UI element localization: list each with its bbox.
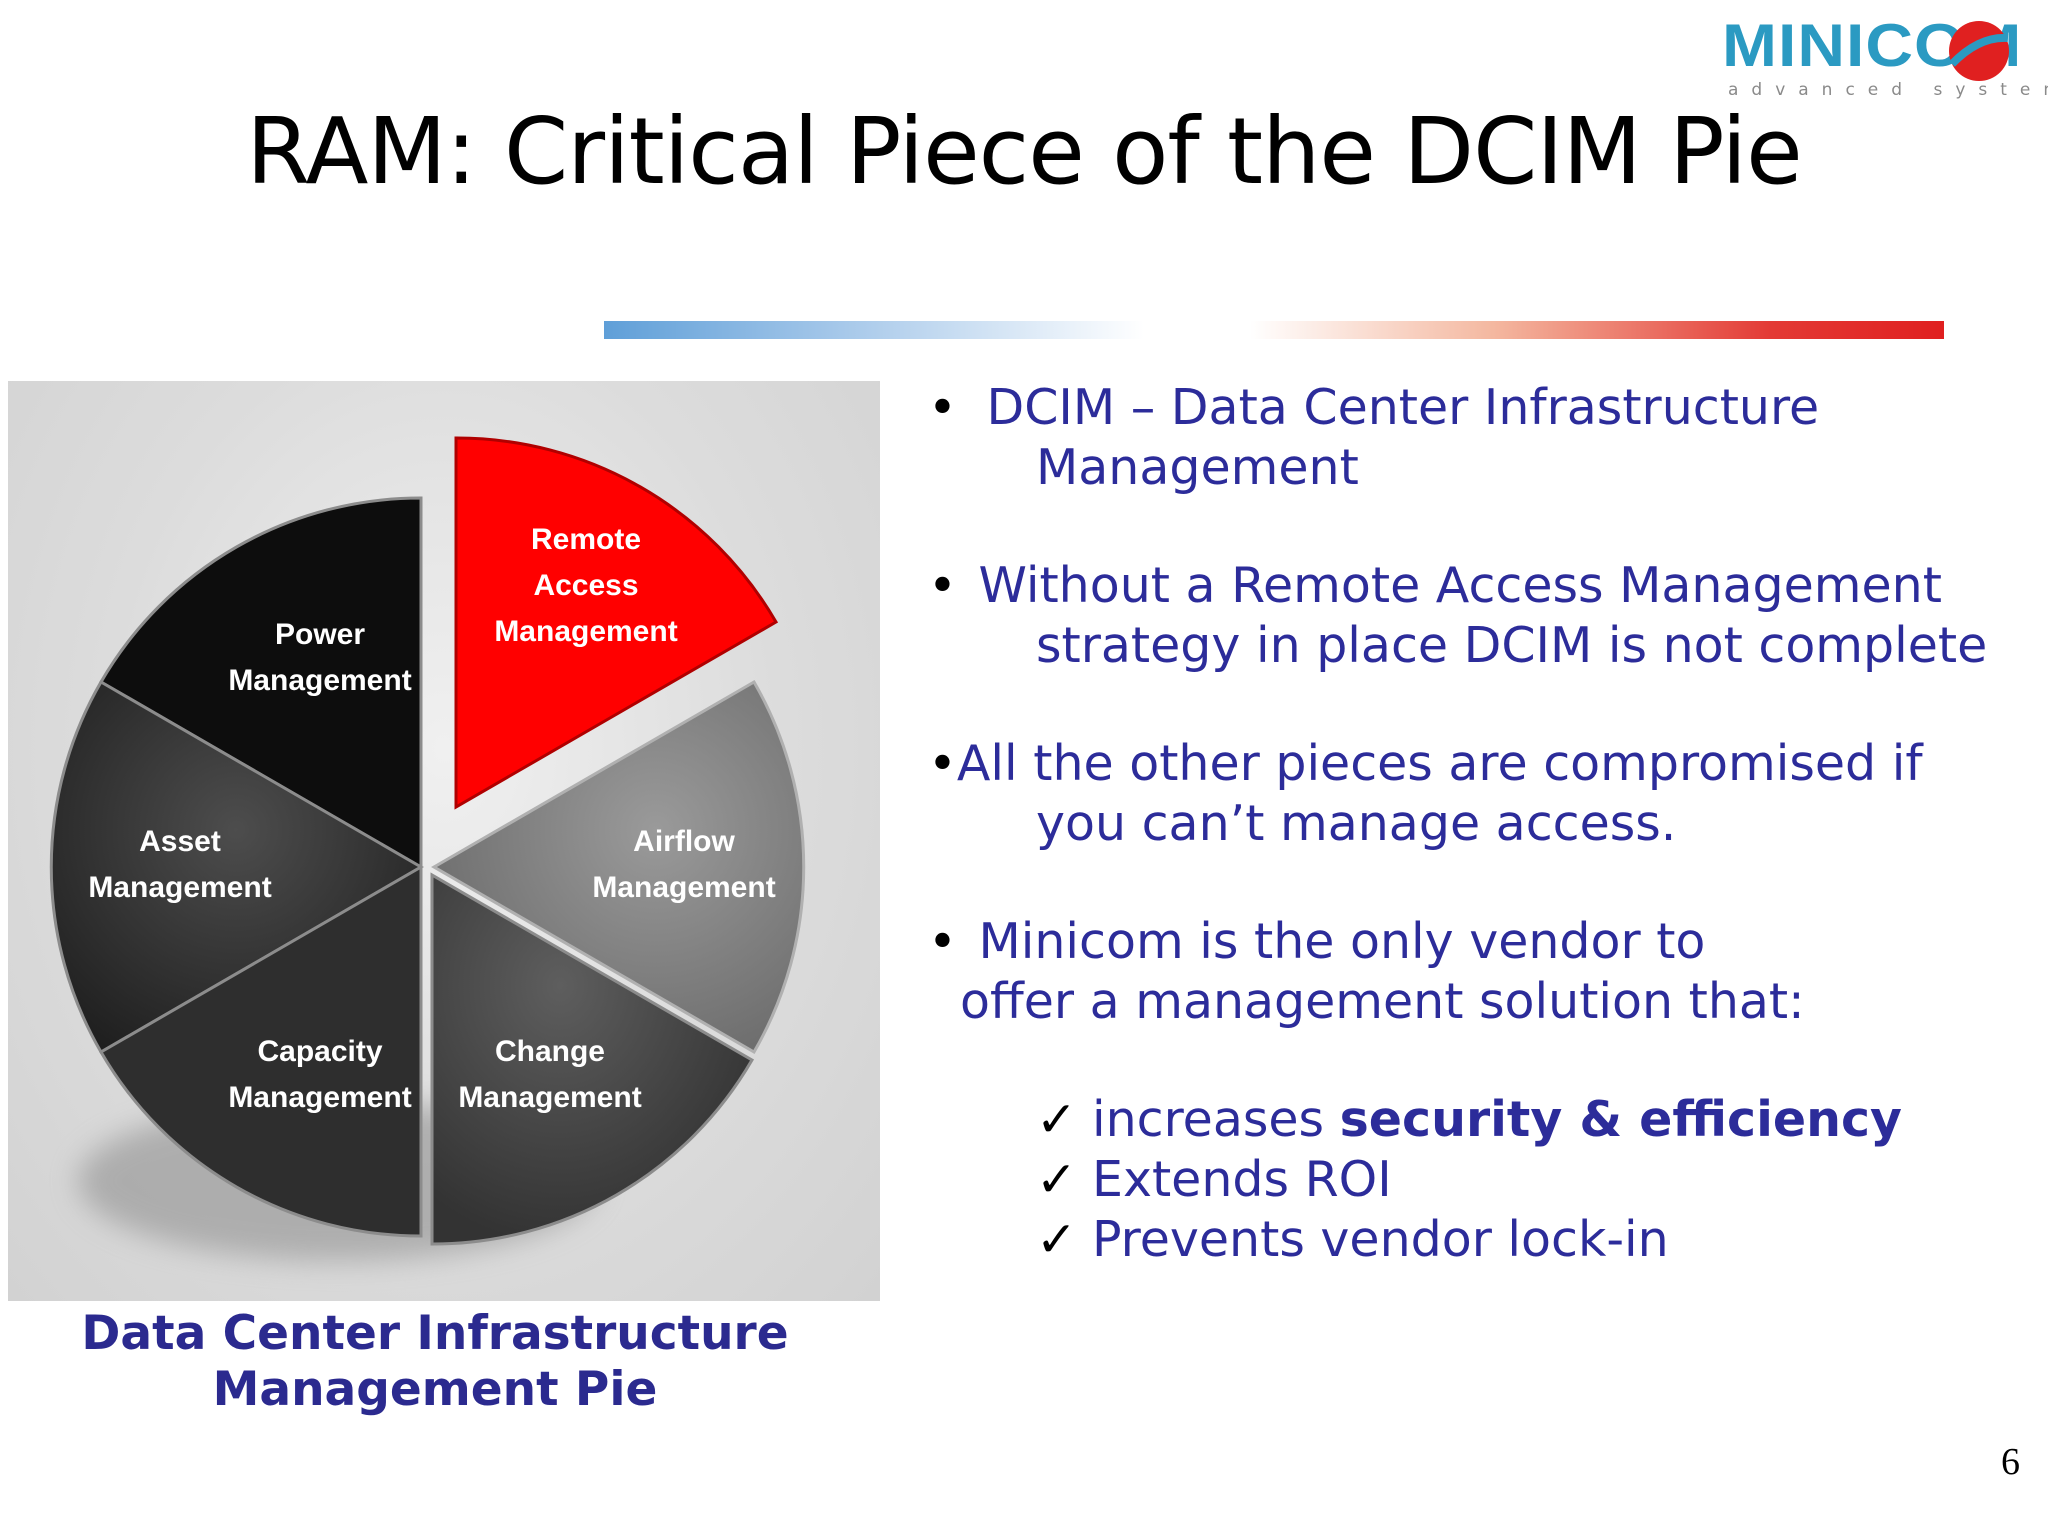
check-item-security: ✓increases security & efficiency xyxy=(1036,1091,1902,1148)
pie-slice-power xyxy=(98,496,423,870)
logo-globe-icon xyxy=(1949,21,2009,81)
check-item-lockin: ✓Prevents vendor lock-in xyxy=(1036,1211,1669,1268)
pie-label-remote-access: Remote Access Management xyxy=(494,523,678,648)
bullet-marker: • xyxy=(928,557,957,614)
bullet-minicom-vendor: • Minicom is the only vendor to xyxy=(928,913,1706,970)
pie-label-change: Change Management xyxy=(458,1035,642,1114)
logo-tagline: advanced systems xyxy=(1728,80,2048,100)
bullet-marker: • xyxy=(928,379,957,436)
bullet-dcim-cont: Management xyxy=(1036,439,1359,496)
pie-caption: Data Center Infrastructure Management Pi… xyxy=(81,1306,789,1417)
pie-chart xyxy=(49,436,806,1261)
bullet-minicom-vendor-cont: offer a management solution that: xyxy=(960,973,1805,1030)
pie-slice-change xyxy=(430,872,755,1246)
bullet-without-ram: • Without a Remote Access Management xyxy=(928,557,1942,614)
minicom-logo: MINICOM advanced systems xyxy=(1722,8,2048,100)
pie-label-asset: Asset Management xyxy=(88,825,272,904)
bullet-dcim: • DCIM – Data Center Infrastructure xyxy=(928,379,1820,436)
check-icon: ✓ xyxy=(1036,1211,1078,1268)
bullet-marker: • xyxy=(928,913,957,970)
pie-label-power: Power Management xyxy=(228,618,412,697)
check-icon: ✓ xyxy=(1036,1091,1078,1148)
pie-slice-asset xyxy=(49,679,424,1055)
pie-label-capacity: Capacity Management xyxy=(228,1035,412,1114)
title-rule-red xyxy=(1250,321,1944,339)
title-rule-blue xyxy=(604,321,1144,339)
bullet-other-pieces: •All the other pieces are compromised if xyxy=(928,735,1923,792)
bullet-without-ram-cont: strategy in place DCIM is not complete xyxy=(1036,617,1988,674)
checklist: ✓increases security & efficiency ✓Extend… xyxy=(1036,1090,1902,1270)
bullet-marker: • xyxy=(928,735,957,792)
pie-chart-panel: Remote Access Management Airflow Managem… xyxy=(8,381,880,1301)
pie-slice-remote-access xyxy=(454,436,779,810)
page-number: 6 xyxy=(2001,1441,2020,1483)
check-item-roi: ✓Extends ROI xyxy=(1036,1151,1392,1208)
slide-title: RAM: Critical Piece of the DCIM Pie xyxy=(246,98,1802,205)
check-icon: ✓ xyxy=(1036,1151,1078,1208)
pie-slice-capacity xyxy=(98,864,423,1238)
pie-label-airflow: Airflow Management xyxy=(592,825,776,904)
bullet-other-pieces-cont: you can’t manage access. xyxy=(1036,795,1677,852)
pie-slice-airflow xyxy=(431,679,806,1055)
